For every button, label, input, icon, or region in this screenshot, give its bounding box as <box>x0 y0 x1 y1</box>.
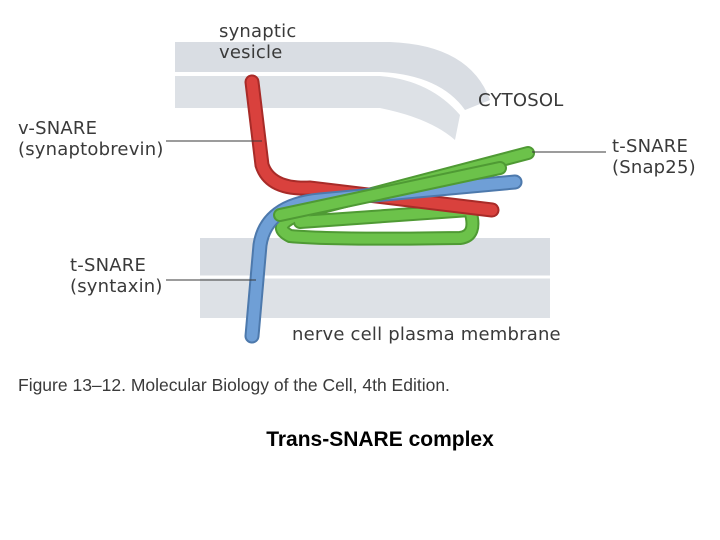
label-t-snare-snap25: t-SNARE (Snap25) <box>612 136 696 178</box>
leader-lines <box>166 140 606 281</box>
label-t-snare-syntaxin: t-SNARE (syntaxin) <box>70 255 163 297</box>
label-plasma-membrane: nerve cell plasma membrane <box>292 324 561 345</box>
label-v-snare: v-SNARE (synaptobrevin) <box>18 118 164 160</box>
slide-title: Trans-SNARE complex <box>266 428 494 451</box>
snare-helices <box>244 74 535 344</box>
label-cytosol: CYTOSOL <box>478 90 564 111</box>
label-synaptic-vesicle: synaptic vesicle <box>219 21 297 63</box>
figure-caption: Figure 13–12. Molecular Biology of the C… <box>18 375 450 395</box>
